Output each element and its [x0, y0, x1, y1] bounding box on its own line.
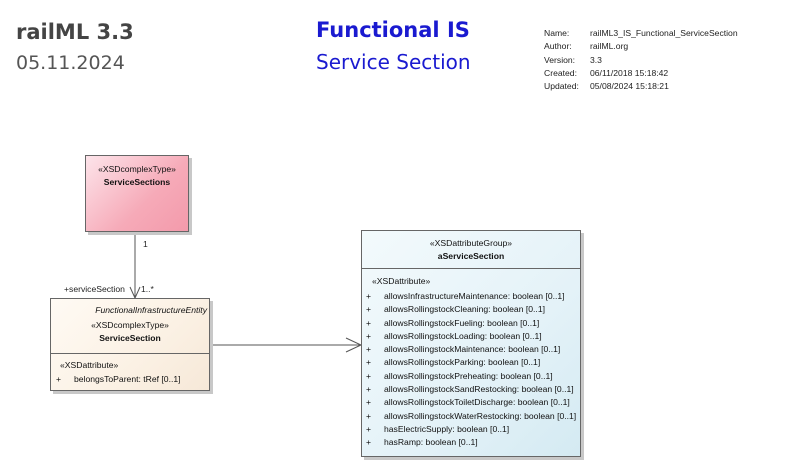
meta-label: Version:: [544, 54, 576, 65]
meta-label: Name:: [544, 28, 570, 38]
class-stereotype: «XSDcomplexType»: [98, 164, 176, 174]
attribute-row[interactable]: + allowsRollingstockWaterRestocking: boo…: [365, 410, 576, 423]
compartment-divider: [51, 353, 209, 354]
attribute-row[interactable]: + allowsRollingstockLoading: boolean [0.…: [365, 330, 576, 343]
attribute-text: allowsRollingstockPreheating: boolean [0…: [384, 370, 553, 381]
class-stereotype: «XSDattributeGroup»: [429, 238, 513, 248]
meta-row-author: Author: railML.org: [544, 40, 738, 53]
meta-row-created: Created: 06/11/2018 15:18:42: [544, 67, 738, 80]
attribute-stereotype: «XSDattribute»: [60, 360, 119, 370]
meta-label: Updated:: [544, 81, 579, 92]
attribute-text: allowsRollingstockParking: boolean [0..1…: [384, 357, 541, 368]
visibility-marker: +: [366, 384, 372, 395]
attribute-text: hasElectricSupply: boolean [0..1]: [384, 423, 510, 434]
visibility-marker: +: [366, 317, 372, 328]
target-multiplicity-label: 1..*: [141, 284, 154, 294]
attribute-text: allowsRollingstockSandRestocking: boolea…: [384, 384, 574, 395]
visibility-marker: +: [366, 330, 372, 341]
compartment-divider: [362, 268, 580, 269]
class-service-section[interactable]: FunctionalInfrastructureEntity «XSDcompl…: [50, 298, 210, 391]
visibility-marker: +: [366, 437, 372, 448]
diagram-metadata: Name: railML3_IS_Functional_ServiceSecti…: [544, 27, 738, 93]
attribute-row[interactable]: + belongsToParent: tRef [0..1]: [55, 373, 181, 386]
visibility-marker: +: [366, 291, 372, 301]
attribute-text: allowsInfrastructureMaintenance: boolean…: [384, 291, 565, 301]
meta-value: 3.3: [590, 54, 602, 65]
meta-value: railML3_IS_Functional_ServiceSection: [590, 28, 738, 38]
meta-label: Created:: [544, 67, 577, 78]
attribute-list: + allowsInfrastructureMaintenance: boole…: [365, 290, 576, 450]
class-parent: FunctionalInfrastructureEntity: [95, 305, 207, 315]
meta-label: Author:: [544, 41, 572, 52]
attribute-row[interactable]: + allowsRollingstockMaintenance: boolean…: [365, 343, 576, 356]
class-name: ServiceSections: [103, 177, 171, 187]
attribute-row[interactable]: + hasElectricSupply: boolean [0..1]: [365, 423, 576, 436]
attribute-group-a-service-section[interactable]: «XSDattributeGroup» aServiceSection «XSD…: [361, 230, 581, 457]
visibility-marker: +: [366, 410, 372, 421]
meta-row-updated: Updated: 05/08/2024 15:18:21: [544, 80, 738, 93]
visibility-marker: +: [56, 374, 62, 384]
attribute-text: allowsRollingstockMaintenance: boolean […: [384, 344, 561, 355]
attribute-row[interactable]: + allowsRollingstockParking: boolean [0.…: [365, 356, 576, 369]
attribute-text: hasRamp: boolean [0..1]: [384, 437, 478, 448]
attribute-text: allowsRollingstockLoading: boolean [0..1…: [384, 330, 542, 341]
visibility-marker: +: [366, 344, 372, 355]
attribute-text: allowsRollingstockWaterRestocking: boole…: [384, 410, 577, 421]
meta-row-name: Name: railML3_IS_Functional_ServiceSecti…: [544, 27, 738, 40]
attribute-text: allowsRollingstockFueling: boolean [0..1…: [384, 317, 540, 328]
visibility-marker: +: [366, 357, 372, 368]
attribute-text: allowsRollingstockCleaning: boolean [0..…: [384, 304, 545, 315]
attribute-row[interactable]: + allowsRollingstockToiletDischarge: boo…: [365, 396, 576, 409]
attribute-row[interactable]: + allowsInfrastructureMaintenance: boole…: [365, 290, 576, 303]
class-service-sections[interactable]: «XSDcomplexType» ServiceSections: [85, 155, 189, 232]
diagram-title: railML 3.3: [16, 20, 134, 44]
meta-row-version: Version: 3.3: [544, 54, 738, 67]
meta-value: railML.org: [590, 41, 629, 52]
visibility-marker: +: [366, 370, 372, 381]
class-name: ServiceSection: [99, 333, 161, 343]
visibility-marker: +: [366, 423, 372, 434]
attribute-row[interactable]: + allowsRollingstockFueling: boolean [0.…: [365, 317, 576, 330]
visibility-marker: +: [366, 304, 372, 315]
package-title: Functional IS: [316, 18, 470, 42]
package-subtitle: Service Section: [316, 50, 471, 74]
diagram-date: 05.11.2024: [16, 52, 125, 74]
meta-value: 05/08/2024 15:18:21: [590, 81, 669, 92]
attribute-row[interactable]: + allowsRollingstockPreheating: boolean …: [365, 370, 576, 383]
class-name: aServiceSection: [437, 251, 505, 261]
attribute-row[interactable]: + allowsRollingstockSandRestocking: bool…: [365, 383, 576, 396]
source-multiplicity-label: 1: [143, 239, 148, 249]
attribute-text: allowsRollingstockToiletDischarge: boole…: [384, 397, 570, 408]
visibility-marker: +: [366, 397, 372, 408]
meta-value: 06/11/2018 15:18:42: [590, 67, 669, 78]
class-stereotype: «XSDcomplexType»: [91, 320, 169, 330]
attribute-stereotype: «XSDattribute»: [372, 276, 431, 286]
role-label: +serviceSection: [64, 284, 125, 294]
attribute-text: belongsToParent: tRef [0..1]: [74, 374, 181, 384]
attribute-row[interactable]: + hasRamp: boolean [0..1]: [365, 436, 576, 449]
attribute-row[interactable]: + allowsRollingstockCleaning: boolean [0…: [365, 303, 576, 316]
